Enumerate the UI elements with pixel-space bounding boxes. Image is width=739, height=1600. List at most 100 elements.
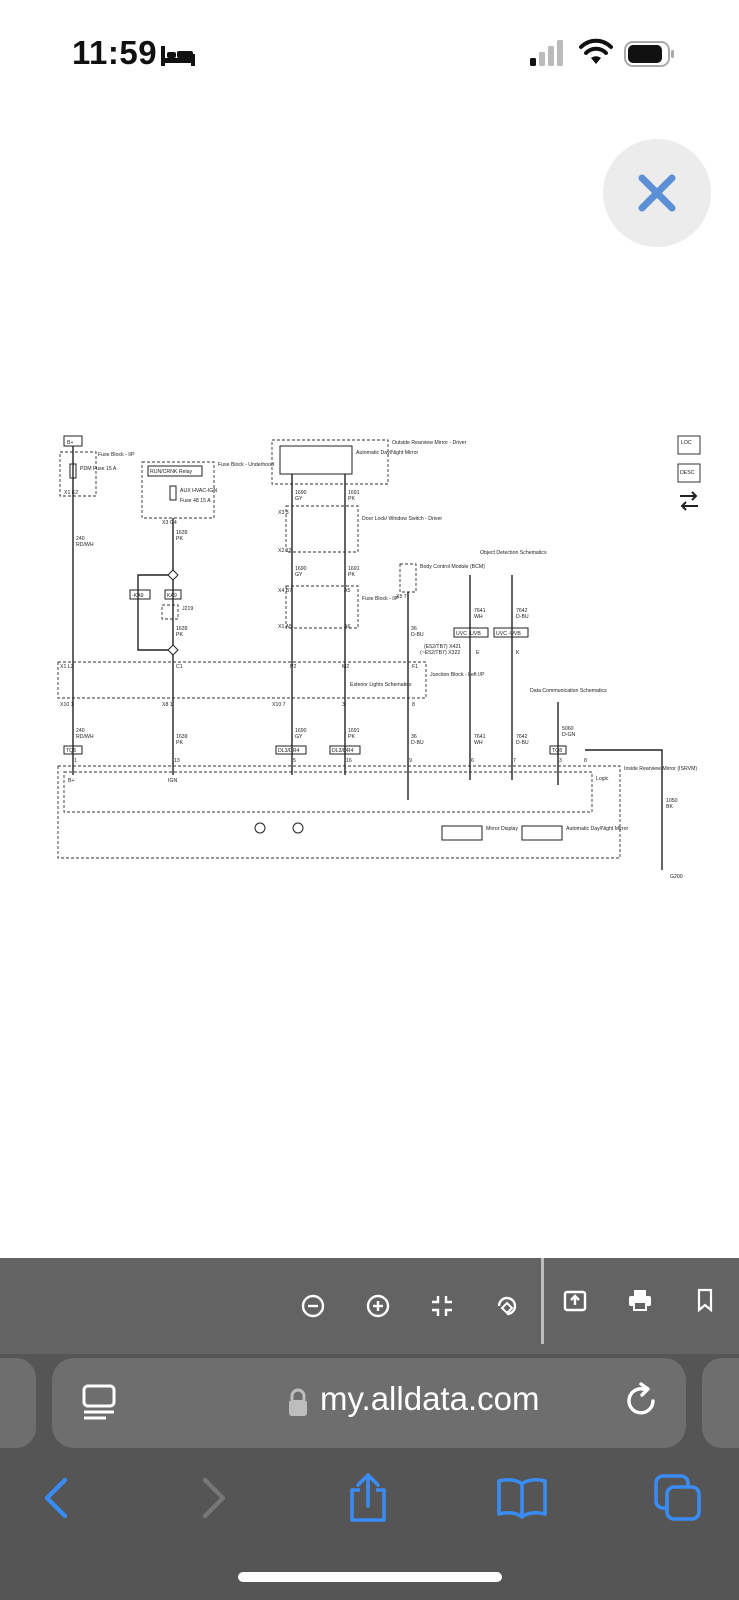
uvc-box-1 [453, 627, 489, 638]
forward-chevron-icon [202, 1477, 226, 1519]
bookmark-button[interactable] [685, 1280, 725, 1320]
wire-1690c-label: 1690 [295, 728, 307, 734]
wire-7642b-label: 7642 [516, 734, 528, 740]
p2-label: P2 [290, 664, 296, 670]
wire-1691c-color: PK [348, 734, 355, 740]
home-indicator[interactable] [238, 1572, 502, 1582]
x3-3-label: X3 3 [278, 510, 289, 516]
wire-1691-color: PK [348, 496, 355, 502]
previous-tab-peek[interactable] [0, 1358, 36, 1448]
x1-l2-label: X1 L2 [60, 664, 74, 670]
wire-36-label: 36 [411, 626, 417, 632]
export-button[interactable] [555, 1280, 595, 1320]
reader-view-icon[interactable] [80, 1382, 120, 1422]
wire-1691b-color: PK [348, 572, 355, 578]
tabs-button[interactable] [650, 1470, 706, 1526]
close-button[interactable] [603, 139, 711, 247]
fit-screen-button[interactable] [422, 1286, 462, 1326]
splice-bottom [167, 644, 179, 656]
uvc-box-2 [493, 627, 529, 638]
url-text[interactable]: my.alldata.com [320, 1380, 540, 1417]
wire-1691c-label: 1691 [348, 728, 360, 734]
a5-label: A5 [344, 588, 350, 594]
zoom-in-button[interactable] [358, 1286, 398, 1326]
auto-mirror-label: Automatic Day/Night Mirror [356, 450, 419, 456]
pin-3b-label: 3 [559, 758, 562, 764]
tq8-label: TQ8 [552, 748, 562, 754]
reload-icon[interactable] [620, 1380, 662, 1422]
dl3-box-2 [329, 745, 361, 755]
auto-mirror2-box [521, 825, 563, 841]
wire-240-color: RD/WH [76, 542, 94, 548]
fuse-block-ip-label: Fuse Block - I/P [98, 452, 135, 458]
junction-block-label: Junction Block - Left I/P [430, 672, 485, 678]
forward-button[interactable] [186, 1470, 242, 1526]
aux-hvac-label: AUX HVAC-IGN [180, 488, 217, 494]
x10-7-label: X10 7 [272, 702, 286, 708]
share-icon [350, 1473, 386, 1522]
next-tab-peek[interactable] [702, 1358, 739, 1448]
ign-label: IGN [168, 778, 177, 784]
fuse-block-underhood-label: Fuse Block - Underhood [218, 462, 274, 468]
x4-b7-label: X4 B7 [278, 588, 292, 594]
pdm-fuse-label: PDM Fuse 15 A [80, 466, 117, 472]
x1-a5-label: X1 A5 [278, 624, 292, 630]
tabs-icon [654, 1474, 701, 1521]
wire-1639c-label: 1639 [176, 734, 188, 740]
fuse-block-ip-box [59, 451, 97, 497]
pin-3-label: 3 [342, 702, 345, 708]
bookmarks-button[interactable] [494, 1470, 550, 1526]
desc-icon[interactable]: DESC [677, 463, 701, 483]
ka9-dash-label: -KA9 [132, 593, 144, 599]
print-button[interactable] [620, 1280, 660, 1320]
outside-mirror-box [271, 439, 389, 485]
pin-k-label: K [516, 650, 520, 656]
auto-mirror-box [279, 445, 353, 475]
loc-label: LOC [681, 440, 692, 446]
fuse-block-ip2-label: Fuse Block - I/P [362, 596, 399, 602]
j219-label: J219 [182, 606, 193, 612]
loc-icon[interactable]: LOC [677, 435, 701, 455]
bcm-box [399, 563, 417, 593]
wire-1639-label: 1639 [176, 530, 188, 536]
wire-1690-color: GY [295, 496, 303, 502]
zoom-out-button[interactable] [293, 1286, 333, 1326]
address-bar[interactable]: my.alldata.com [52, 1358, 686, 1448]
fuse-48-label: Fuse 48 15 A [180, 498, 211, 504]
pin-13-label: 13 [174, 758, 180, 764]
wire-240-label: 240 [76, 536, 85, 542]
x3-g4-label: X3 G4 [162, 520, 177, 526]
print-icon [629, 1290, 651, 1311]
auto-mirror2-label: Automatic Day/Night Mirror [566, 826, 629, 832]
junction-block-box [57, 661, 427, 699]
ka9-dash-box [129, 589, 151, 600]
isrvm-label: Inside Rearview Mirror (ISRVM) [624, 766, 697, 772]
share-button[interactable] [340, 1470, 396, 1526]
lamp-1 [254, 822, 266, 834]
j219-box [161, 604, 179, 620]
back-chevron-icon [44, 1477, 68, 1519]
wire-1691-label: 1691 [348, 490, 360, 496]
door-lock-box [285, 505, 359, 553]
lock-icon [289, 1388, 307, 1416]
uvc-label-1: UVC -UVB [456, 631, 481, 637]
wire-1050 [585, 749, 663, 870]
pin-9-label: 9 [409, 758, 412, 764]
data-comm-label: Data Communication Schematics [530, 688, 607, 694]
browser-chrome: my.alldata.com [0, 1354, 739, 1600]
wire-1050-label: 1050 [666, 798, 678, 804]
pin-5-label: 5 [293, 758, 296, 764]
splice-top [167, 569, 179, 581]
zoom-out-icon [301, 1294, 325, 1318]
bookmark-icon [697, 1288, 713, 1312]
rotate-button[interactable] [487, 1286, 527, 1326]
swap-icon[interactable] [680, 491, 698, 511]
dl3-label-2: DL3/DR4 [332, 748, 353, 754]
g200-label: G200 [670, 874, 683, 880]
wire-36b-label: 36 [411, 734, 417, 740]
back-button[interactable] [28, 1470, 84, 1526]
tq8-box [549, 745, 567, 755]
isrvm-box [57, 765, 621, 859]
desc-label: DESC [680, 470, 695, 476]
outside-mirror-label: Outside Rearview Mirror - Driver [392, 440, 467, 446]
